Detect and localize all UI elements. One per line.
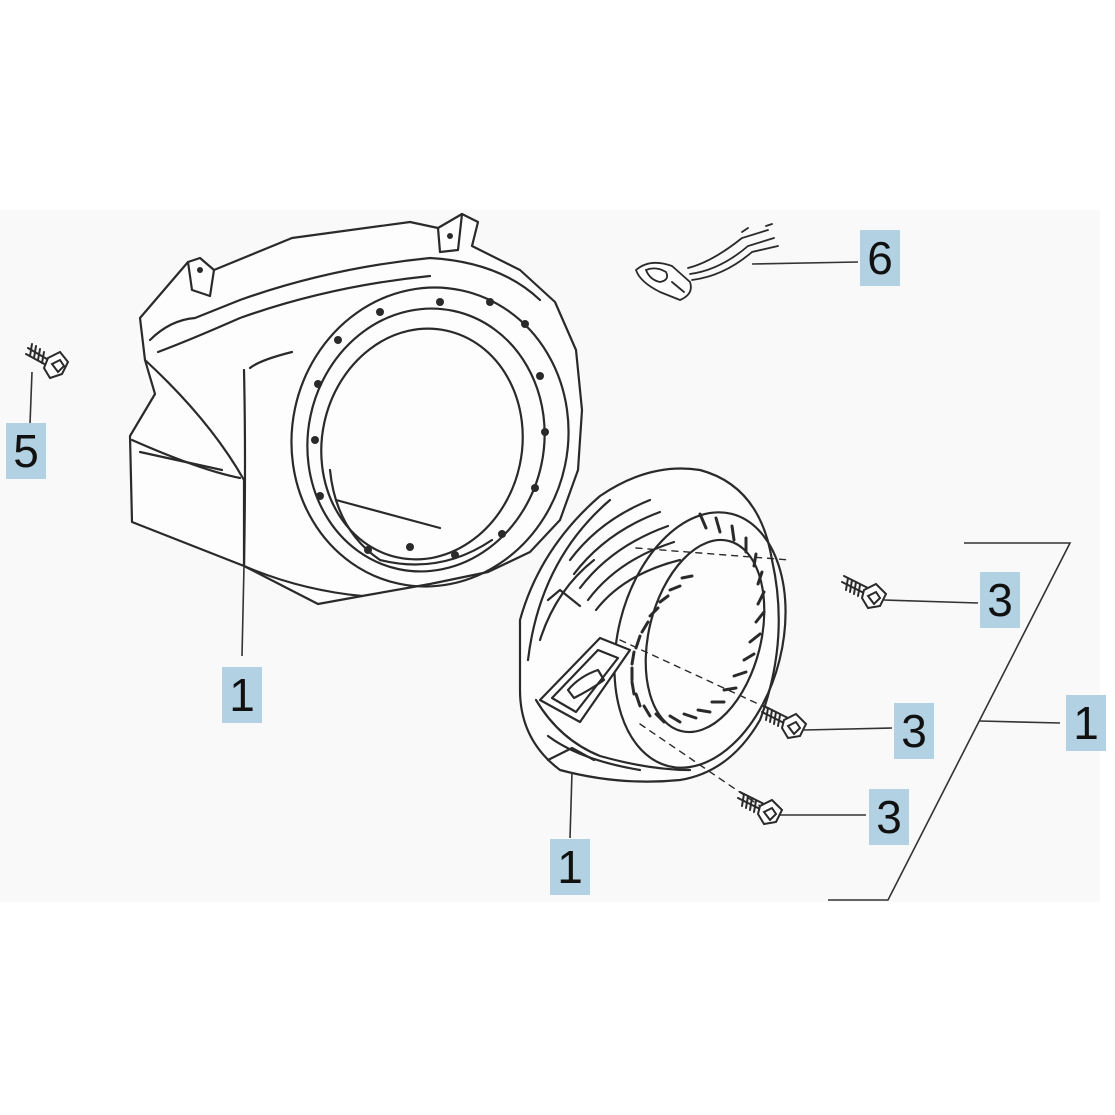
callout-shroud-bolt: 5 xyxy=(6,423,46,479)
leader-lines xyxy=(29,261,1072,901)
starter-vent-slots xyxy=(630,512,766,724)
callout-recoil-starter-assembly: 1 xyxy=(1066,695,1106,751)
assembly-bracket xyxy=(828,542,1072,901)
callout-oil-alert-switch: 6 xyxy=(860,230,900,286)
leader-shroud-bolt xyxy=(29,371,33,425)
callout-starter-bolt-top: 3 xyxy=(980,572,1020,628)
fan-shroud-drawing xyxy=(128,212,584,606)
callout-starter-bolt-bottom: 3 xyxy=(869,789,909,845)
leader-oil-alert-switch xyxy=(751,261,859,265)
leader-bolt-top xyxy=(883,599,979,604)
shroud-bolt-holes xyxy=(197,233,549,559)
leader-bolt-middle xyxy=(803,727,893,731)
starter-bolt-bottom-drawing xyxy=(737,791,784,826)
starter-bolt-middle-drawing xyxy=(761,705,808,740)
recoil-starter-drawing xyxy=(518,467,791,807)
callout-fan-shroud: 1 xyxy=(222,667,262,723)
oil-alert-switch-drawing xyxy=(634,223,779,301)
shroud-bolt-drawing xyxy=(25,343,70,380)
leader-assembly xyxy=(979,720,1061,724)
callout-starter-bolt-middle: 3 xyxy=(894,703,934,759)
leader-recoil-starter xyxy=(569,771,573,839)
leader-fan-shroud xyxy=(241,565,245,657)
starter-bolt-top-drawing xyxy=(841,575,888,610)
callout-recoil-starter: 1 xyxy=(550,839,590,895)
